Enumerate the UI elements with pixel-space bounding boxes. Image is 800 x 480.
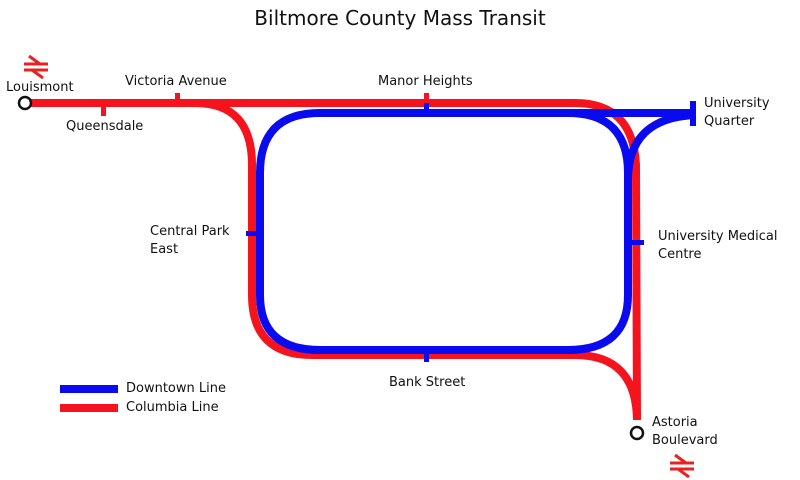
station-label-victoria-avenue: Victoria Avenue bbox=[125, 74, 227, 89]
station-label-queensdale: Queensdale bbox=[66, 119, 144, 134]
columbia-line-loop bbox=[194, 99, 641, 421]
station-label-manor-heights: Manor Heights bbox=[378, 74, 473, 89]
circle-interchange-icon bbox=[17, 95, 33, 111]
station-label-central-park-east: Central Park East bbox=[150, 224, 230, 257]
circle-interchange-icon bbox=[629, 425, 645, 441]
national-rail-icon bbox=[24, 54, 48, 80]
station-tick-manor-heights-top bbox=[424, 93, 429, 103]
station-tick-university-medical-centre bbox=[630, 240, 644, 245]
station-tick-queensdale bbox=[101, 105, 106, 116]
station-label-university-medical-centre: University Medical Centre bbox=[658, 229, 778, 262]
station-tick-central-park-east bbox=[246, 231, 260, 236]
station-label-louismont: Louismont bbox=[6, 80, 74, 95]
legend-swatch-columbia bbox=[60, 404, 118, 412]
station-label-university-quarter: University Quarter bbox=[704, 96, 770, 129]
legend-label-columbia: Columbia Line bbox=[126, 400, 219, 415]
station-tick-manor-heights bbox=[424, 93, 429, 115]
station-label-astoria-boulevard: Astoria Boulevard bbox=[652, 415, 718, 448]
legend-swatch-downtown bbox=[60, 385, 118, 393]
downtown-line-curve bbox=[624, 111, 696, 181]
station-tick-university-quarter bbox=[690, 101, 696, 126]
map-title: Biltmore County Mass Transit bbox=[254, 6, 546, 30]
downtown-line-loop bbox=[256, 109, 632, 354]
columbia-line-track bbox=[25, 99, 641, 421]
national-rail-icon bbox=[670, 453, 694, 479]
station-tick-victoria-avenue bbox=[175, 93, 180, 104]
station-tick-bank-street bbox=[424, 350, 429, 362]
legend-label-downtown: Downtown Line bbox=[126, 381, 226, 396]
station-label-bank-street: Bank Street bbox=[389, 375, 466, 390]
